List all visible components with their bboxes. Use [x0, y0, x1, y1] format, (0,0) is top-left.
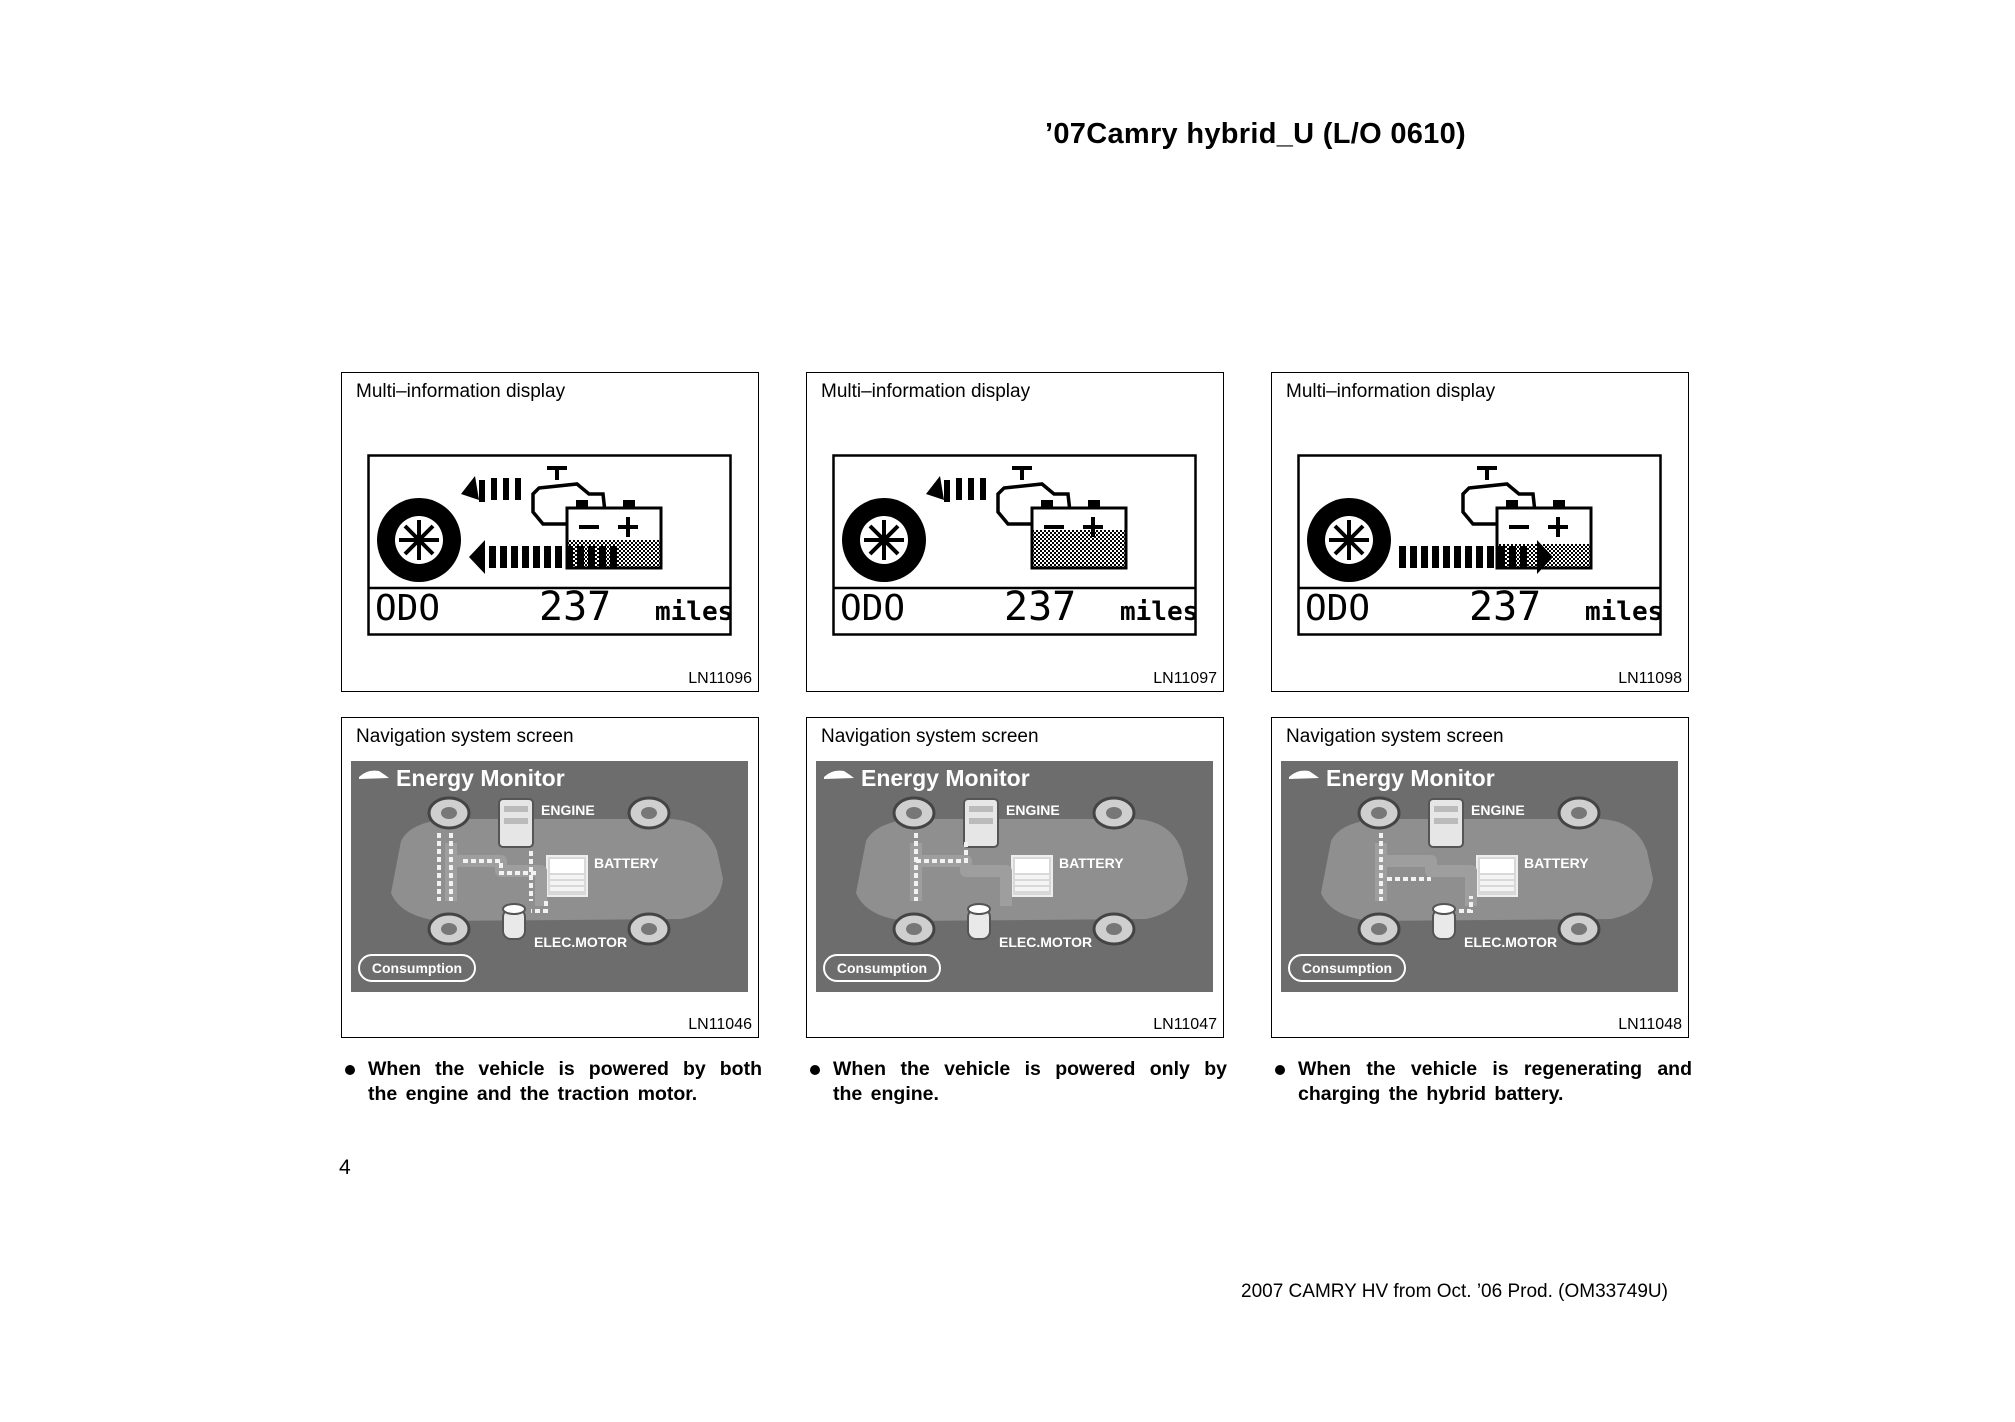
panel-label: Multi–information display	[356, 381, 566, 402]
car-icon	[359, 770, 389, 779]
engine-label: ENGINE	[1471, 802, 1525, 818]
figure-caption: When the vehicle is powered by both the …	[368, 1058, 762, 1105]
page-footer: 2007 CAMRY HV from Oct. ’06 Prod. (OM337…	[1241, 1281, 1668, 1302]
energy-flow-lines	[1375, 833, 1477, 913]
consumption-button[interactable]: Consumption	[823, 954, 941, 982]
multi-info-display-panel: Multi–information display	[1271, 372, 1689, 692]
battery-block	[1476, 855, 1518, 897]
electric-motor	[502, 903, 526, 940]
odo-value: 237	[1469, 584, 1541, 630]
screen-title: Energy Monitor	[396, 765, 565, 791]
odo-label: ODO	[375, 588, 440, 629]
wheel-icon	[1307, 498, 1391, 582]
wheel-to-battery-arrow	[1399, 540, 1553, 574]
wheel-icon	[377, 498, 461, 582]
energy-flow-arrows	[461, 476, 617, 574]
motor-label: ELEC.MOTOR	[999, 934, 1092, 950]
consumption-button[interactable]: Consumption	[1288, 954, 1406, 982]
odo-value: 237	[1004, 584, 1076, 630]
flow-line-engine	[463, 859, 536, 875]
battery-to-wheel-arrow	[469, 540, 617, 574]
electric-motor	[1432, 903, 1456, 940]
engine-block	[498, 798, 534, 848]
navigation-screen-panel: Navigation system screen Energy Monitor	[1271, 717, 1689, 1038]
panel-label: Navigation system screen	[821, 726, 1039, 747]
wheels	[427, 796, 671, 946]
flow-line-motor	[1459, 896, 1473, 913]
figure-caption: When the vehicle is regenerating and cha…	[1298, 1058, 1692, 1105]
bullet-point	[1275, 1065, 1285, 1075]
panel-label: Navigation system screen	[356, 726, 574, 747]
odo-label: ODO	[1305, 588, 1370, 629]
odo-unit: miles	[1120, 597, 1198, 627]
wheel-icon	[842, 498, 926, 582]
battery-block	[546, 855, 588, 897]
panel-label: Navigation system screen	[1286, 726, 1504, 747]
flow-line-engine	[916, 841, 968, 863]
energy-flow-lines	[437, 833, 548, 913]
energy-flow-arrows	[1399, 540, 1553, 574]
motor-label: ELEC.MOTOR	[534, 934, 627, 950]
car-icon	[824, 770, 854, 779]
multi-info-display-screen: ODO 237 miles	[832, 454, 1198, 636]
bullet-point	[810, 1065, 820, 1075]
consumption-button-label[interactable]: Consumption	[1302, 960, 1392, 976]
document-title: ’07Camry hybrid_U (L/O 0610)	[1045, 118, 1466, 150]
energy-monitor-screen: Energy Monitor	[351, 761, 748, 992]
electric-motor	[967, 903, 991, 940]
navigation-screen-panel: Navigation system screen Energy Monitor	[341, 717, 759, 1038]
multi-info-display-panel: Multi–information display	[341, 372, 759, 692]
energy-monitor-screen: Energy Monitor	[1281, 761, 1678, 992]
bullet-point	[345, 1065, 355, 1075]
figure-code: LN11096	[688, 670, 752, 687]
odo-unit: miles	[655, 597, 733, 627]
screen-title: Energy Monitor	[1326, 765, 1495, 791]
battery-label: BATTERY	[1059, 855, 1124, 871]
energy-monitor-screen: Energy Monitor	[816, 761, 1213, 992]
engine-label: ENGINE	[541, 802, 595, 818]
battery-label: BATTERY	[1524, 855, 1589, 871]
engine-block	[963, 798, 999, 848]
multi-info-display-panel: Multi–information display	[806, 372, 1224, 692]
engine-to-wheel-arrow	[461, 476, 521, 502]
battery-icon	[1030, 500, 1128, 570]
multi-info-display-screen: ODO 237 miles	[367, 454, 733, 636]
battery-block	[1011, 855, 1053, 897]
multi-info-display-screen: ODO 237 miles	[1297, 454, 1663, 636]
engine-block	[1428, 798, 1464, 848]
consumption-button-label[interactable]: Consumption	[372, 960, 462, 976]
wheels	[1357, 796, 1601, 946]
figure-code: LN11097	[1153, 670, 1217, 687]
motor-label: ELEC.MOTOR	[1464, 934, 1557, 950]
navigation-screen-panel: Navigation system screen Energy Monitor	[806, 717, 1224, 1038]
energy-flow-lines	[910, 833, 1012, 906]
screen-title: Energy Monitor	[861, 765, 1030, 791]
page-number: 4	[339, 1156, 351, 1179]
panel-label: Multi–information display	[1286, 381, 1496, 402]
figure-code: LN11048	[1618, 1016, 1682, 1033]
battery-label: BATTERY	[594, 855, 659, 871]
odo-value: 237	[539, 584, 611, 630]
wheels	[892, 796, 1136, 946]
energy-flow-arrows	[926, 476, 986, 502]
figure-caption: When the vehicle is powered only by the …	[833, 1058, 1227, 1105]
car-icon	[1289, 770, 1319, 779]
flow-line-motor	[531, 901, 548, 913]
engine-to-wheel-arrow	[926, 476, 986, 502]
panel-label: Multi–information display	[821, 381, 1031, 402]
figure-code: LN11047	[1153, 1016, 1217, 1033]
consumption-button-label[interactable]: Consumption	[837, 960, 927, 976]
consumption-button[interactable]: Consumption	[358, 954, 476, 982]
figure-code: LN11098	[1618, 670, 1682, 687]
figure-code: LN11046	[688, 1016, 752, 1033]
engine-label: ENGINE	[1006, 802, 1060, 818]
odo-label: ODO	[840, 588, 905, 629]
odo-unit: miles	[1585, 597, 1663, 627]
